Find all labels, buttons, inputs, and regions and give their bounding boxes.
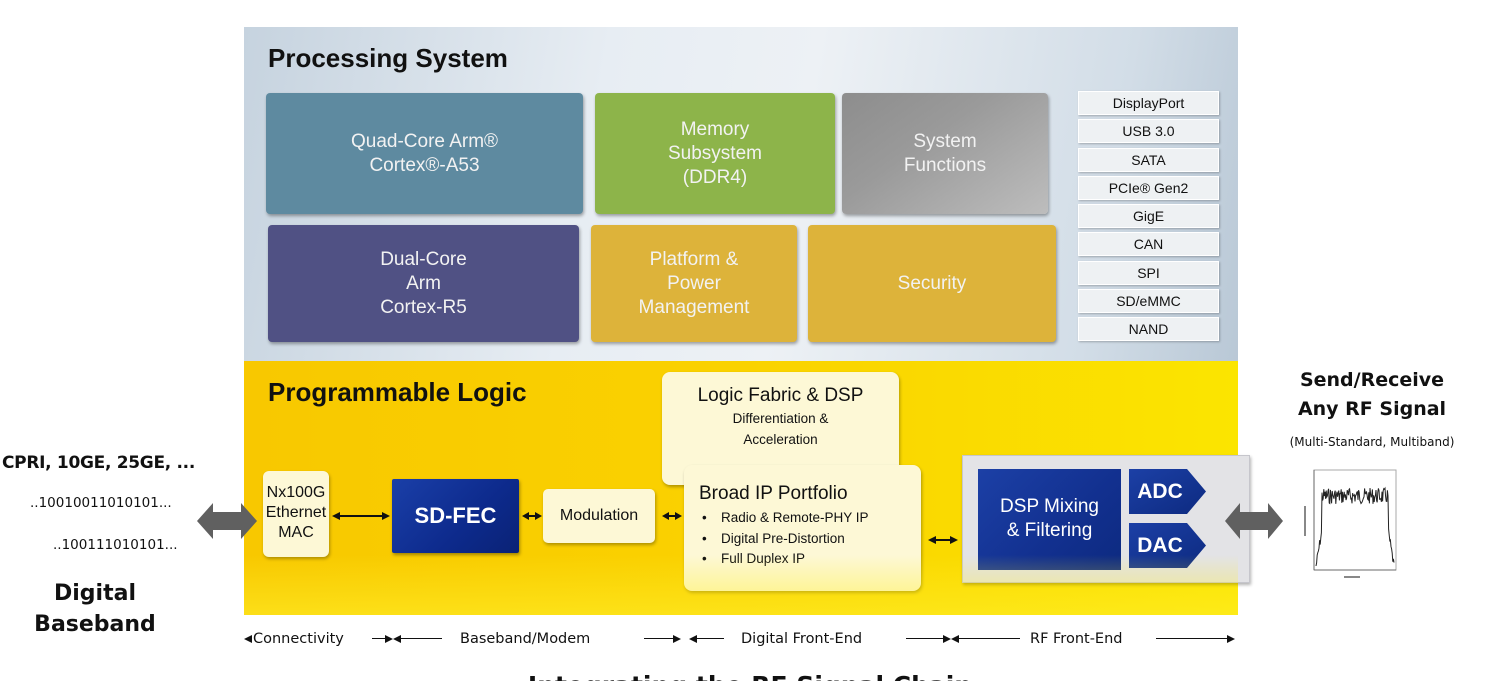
ip-portfolio-title: Broad IP Portfolio [699,483,848,504]
memory-subsystem-block[interactable]: Memory Subsystem (DDR4) [595,93,835,214]
ruler-line [372,638,386,640]
ruler-line [906,638,944,640]
ruler-line [696,638,724,640]
label-line: Baseband [34,612,156,637]
double-arrow-icon [332,512,390,520]
programmable-logic-panel: Programmable Logic Nx100G Ethernet MAC S… [244,361,1250,615]
arrow-right-icon [673,634,681,643]
ip-portfolio-list: Radio & Remote-PHY IP Digital Pre-Distor… [684,508,921,570]
ip-item: Digital Pre-Distortion [702,529,921,550]
block-label-line: MAC [278,524,314,541]
dsp-mixing-filtering-block[interactable]: DSP Mixing & Filtering [978,469,1121,570]
block-label-line: Management [638,296,750,318]
rf-converter-box: DSP Mixing & Filtering ADC DAC [962,455,1250,583]
io-usb3[interactable]: USB 3.0 [1078,119,1219,144]
block-label-line: & Filtering [1006,520,1093,541]
block-label-line: Quad-Core Arm® [350,130,499,152]
pentagon-arrow-icon [1129,523,1206,568]
dual-core-r5-block[interactable]: Dual-Core Arm Cortex-R5 [268,225,579,342]
block-label-line: Memory [680,118,750,140]
security-block[interactable]: Security [808,225,1056,342]
block-label-line: (DDR4) [682,166,748,188]
io-nand[interactable]: NAND [1078,317,1219,342]
io-pcie-gen2[interactable]: PCIe® Gen2 [1078,175,1219,200]
modulation-block[interactable]: Modulation [543,489,655,543]
adc-label: ADC [1137,480,1183,503]
block-label-line: Platform & [649,248,739,270]
ethernet-mac-block[interactable]: Nx100G Ethernet MAC [263,471,329,557]
io-sata[interactable]: SATA [1078,147,1219,172]
platform-power-management-block[interactable]: Platform & Power Management [591,225,797,342]
ip-item: Radio & Remote-PHY IP [702,508,921,529]
io-spi[interactable]: SPI [1078,260,1219,285]
arrow-left-icon [689,634,697,643]
ip-item: Full Duplex IP [702,549,921,570]
ruler-segment-connectivity: Connectivity [253,631,344,647]
ruler-segment-rf-front-end: RF Front-End [1030,631,1123,647]
grey-double-arrow-icon [197,503,257,539]
block-label-line: Cortex®-A53 [369,154,480,176]
block-label-line: Nx100G [266,484,326,501]
grey-double-arrow-icon [1225,503,1283,539]
multistandard-label: (Multi-Standard, Multiband) [1289,435,1455,449]
diagram-caption: Integrating the RF Signal Chain [0,667,1500,681]
double-arrow-icon [928,536,958,544]
interfaces-label: CPRI, 10GE, 25GE, ... [2,453,196,473]
bitstream-label: ..10010011010101... [30,495,172,511]
bitstream-label: ..100111010101... [53,537,178,553]
dac-block[interactable]: DAC [1129,523,1206,568]
arrow-right-icon [943,634,951,643]
ruler-line [958,638,1020,640]
programmable-logic-title: Programmable Logic [268,377,527,407]
arrow-left-icon [951,634,959,643]
pentagon-arrow-icon [1129,469,1206,514]
arrow-left-icon [244,634,252,643]
ruler-line [1156,638,1228,640]
processing-system-title: Processing System [268,43,508,73]
arrow-right-icon [1227,634,1235,643]
block-label-line: Security [897,272,967,294]
io-peripheral-list: DisplayPort USB 3.0 SATA PCIe® Gen2 GigE… [1078,91,1219,346]
io-gige[interactable]: GigE [1078,204,1219,229]
dac-label: DAC [1137,534,1183,557]
adc-block[interactable]: ADC [1129,469,1206,514]
double-arrow-icon [522,512,542,520]
arrow-left-icon [393,634,401,643]
quad-core-a53-block[interactable]: Quad-Core Arm® Cortex®-A53 [266,93,583,214]
rf-spectrum-icon [1304,469,1397,578]
ruler-segment-baseband: Baseband/Modem [460,631,591,647]
caption-text: Integrating the RF Signal Chain [0,671,1500,681]
double-arrow-icon [662,512,682,520]
label-line: Digital [54,581,136,606]
signal-chain-ruler: Connectivity Baseband/Modem Digital Fron… [244,627,1238,651]
block-label-line: Ethernet [265,504,327,521]
io-displayport[interactable]: DisplayPort [1078,91,1219,115]
label-line: Any RF Signal [1297,398,1447,420]
sd-fec-block[interactable]: SD-FEC [392,479,519,553]
block-label-line: Arm [406,272,441,294]
ip-portfolio-block[interactable]: Broad IP Portfolio Radio & Remote-PHY IP… [684,465,921,591]
processing-system-panel: Processing System Quad-Core Arm® Cortex®… [244,27,1238,361]
logic-fabric-subtitle: Differentiation & [732,411,829,426]
system-functions-block[interactable]: System Functions [842,93,1048,214]
logic-fabric-title: Logic Fabric & DSP [697,385,864,406]
block-label-line: System [913,130,977,152]
block-label-line: Power [667,272,721,294]
block-label-line: Cortex-R5 [380,296,467,318]
logic-fabric-subtitle: Acceleration [743,432,818,447]
block-label-line: Dual-Core [380,248,467,270]
ruler-segment-digital-front-end: Digital Front-End [741,631,863,647]
block-label-line: Subsystem [668,142,762,164]
arrow-right-icon [385,634,393,643]
io-sd-emmc[interactable]: SD/eMMC [1078,289,1219,314]
io-can[interactable]: CAN [1078,232,1219,257]
block-label-line: DSP Mixing [1000,496,1099,517]
ruler-line [644,638,674,640]
ruler-line [400,638,442,640]
digital-baseband-label: Digital Baseband [0,578,190,640]
block-label-line: Functions [903,154,987,176]
label-line: Send/Receive [1299,369,1445,391]
send-receive-label: Send/Receive Any RF Signal [1244,366,1500,424]
